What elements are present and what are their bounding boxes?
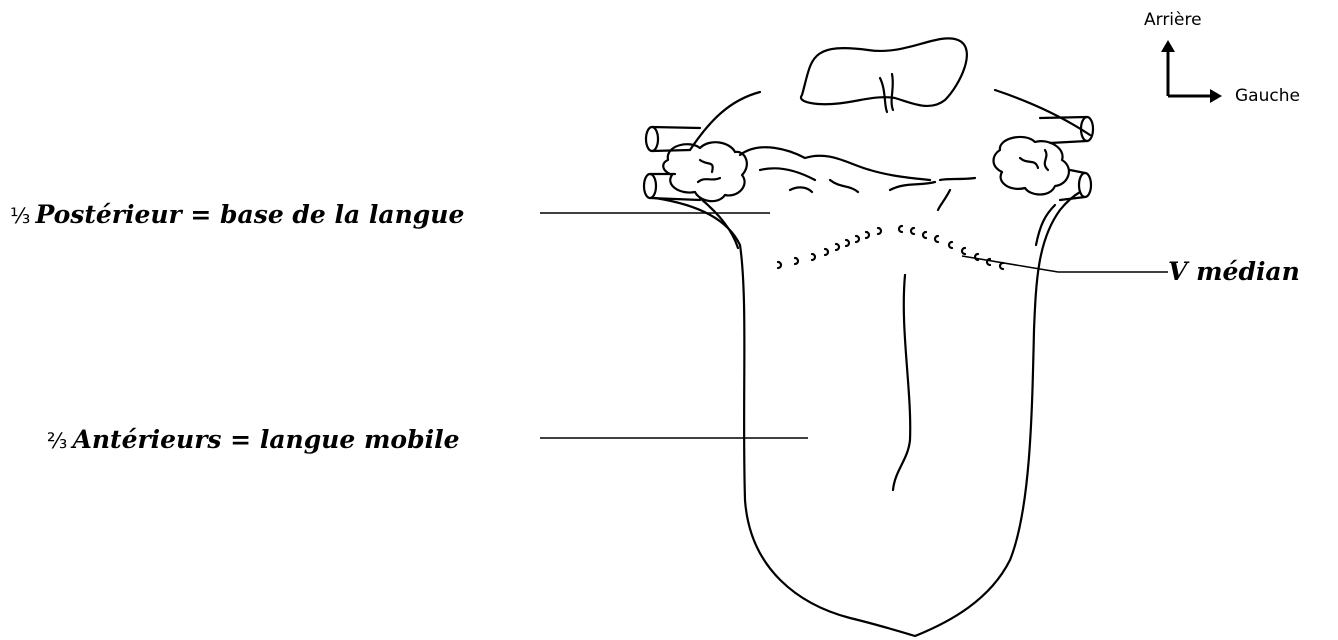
tongue-outline	[655, 192, 1080, 636]
epiglottis-notch-2	[892, 74, 893, 110]
arrow-up-icon	[1161, 40, 1175, 52]
anterior-text: Antérieurs = langue mobile	[72, 425, 459, 454]
arrow-right-icon	[1210, 89, 1222, 103]
right-pillar-bottom	[1079, 173, 1091, 197]
orientation-axis	[1168, 50, 1210, 96]
anterior-label: ⅔ Antérieurs = langue mobile	[47, 427, 459, 452]
right-tonsil-detail	[1020, 150, 1048, 170]
left-pharyngeal-fold	[690, 92, 760, 150]
epiglottis-notch	[880, 78, 887, 112]
median-sulcus	[893, 275, 910, 490]
posterior-fraction: ⅓	[10, 204, 30, 228]
left-tonsil-detail	[698, 160, 720, 182]
lingual-tonsil-texture	[740, 147, 975, 210]
v-median-leader-line	[962, 256, 1058, 272]
left-pillar-bottom	[644, 174, 656, 198]
tongue-left-edge-inner	[700, 198, 738, 248]
right-pharyngeal-fold	[995, 90, 1090, 135]
v-papillae-left	[778, 228, 881, 268]
right-pillar-top	[1081, 117, 1093, 141]
orientation-right-label: Gauche	[1235, 88, 1300, 105]
v-median-label: V médian	[1168, 259, 1300, 284]
anterior-fraction: ⅔	[47, 429, 67, 453]
v-papillae-right	[899, 226, 1003, 269]
posterior-text: Postérieur = base de la langue	[35, 200, 464, 229]
orientation-up-label: Arrière	[1144, 12, 1202, 29]
left-pillar-top	[646, 127, 658, 151]
right-tonsil	[994, 137, 1069, 195]
posterior-label: ⅓ Postérieur = base de la langue	[10, 202, 464, 227]
